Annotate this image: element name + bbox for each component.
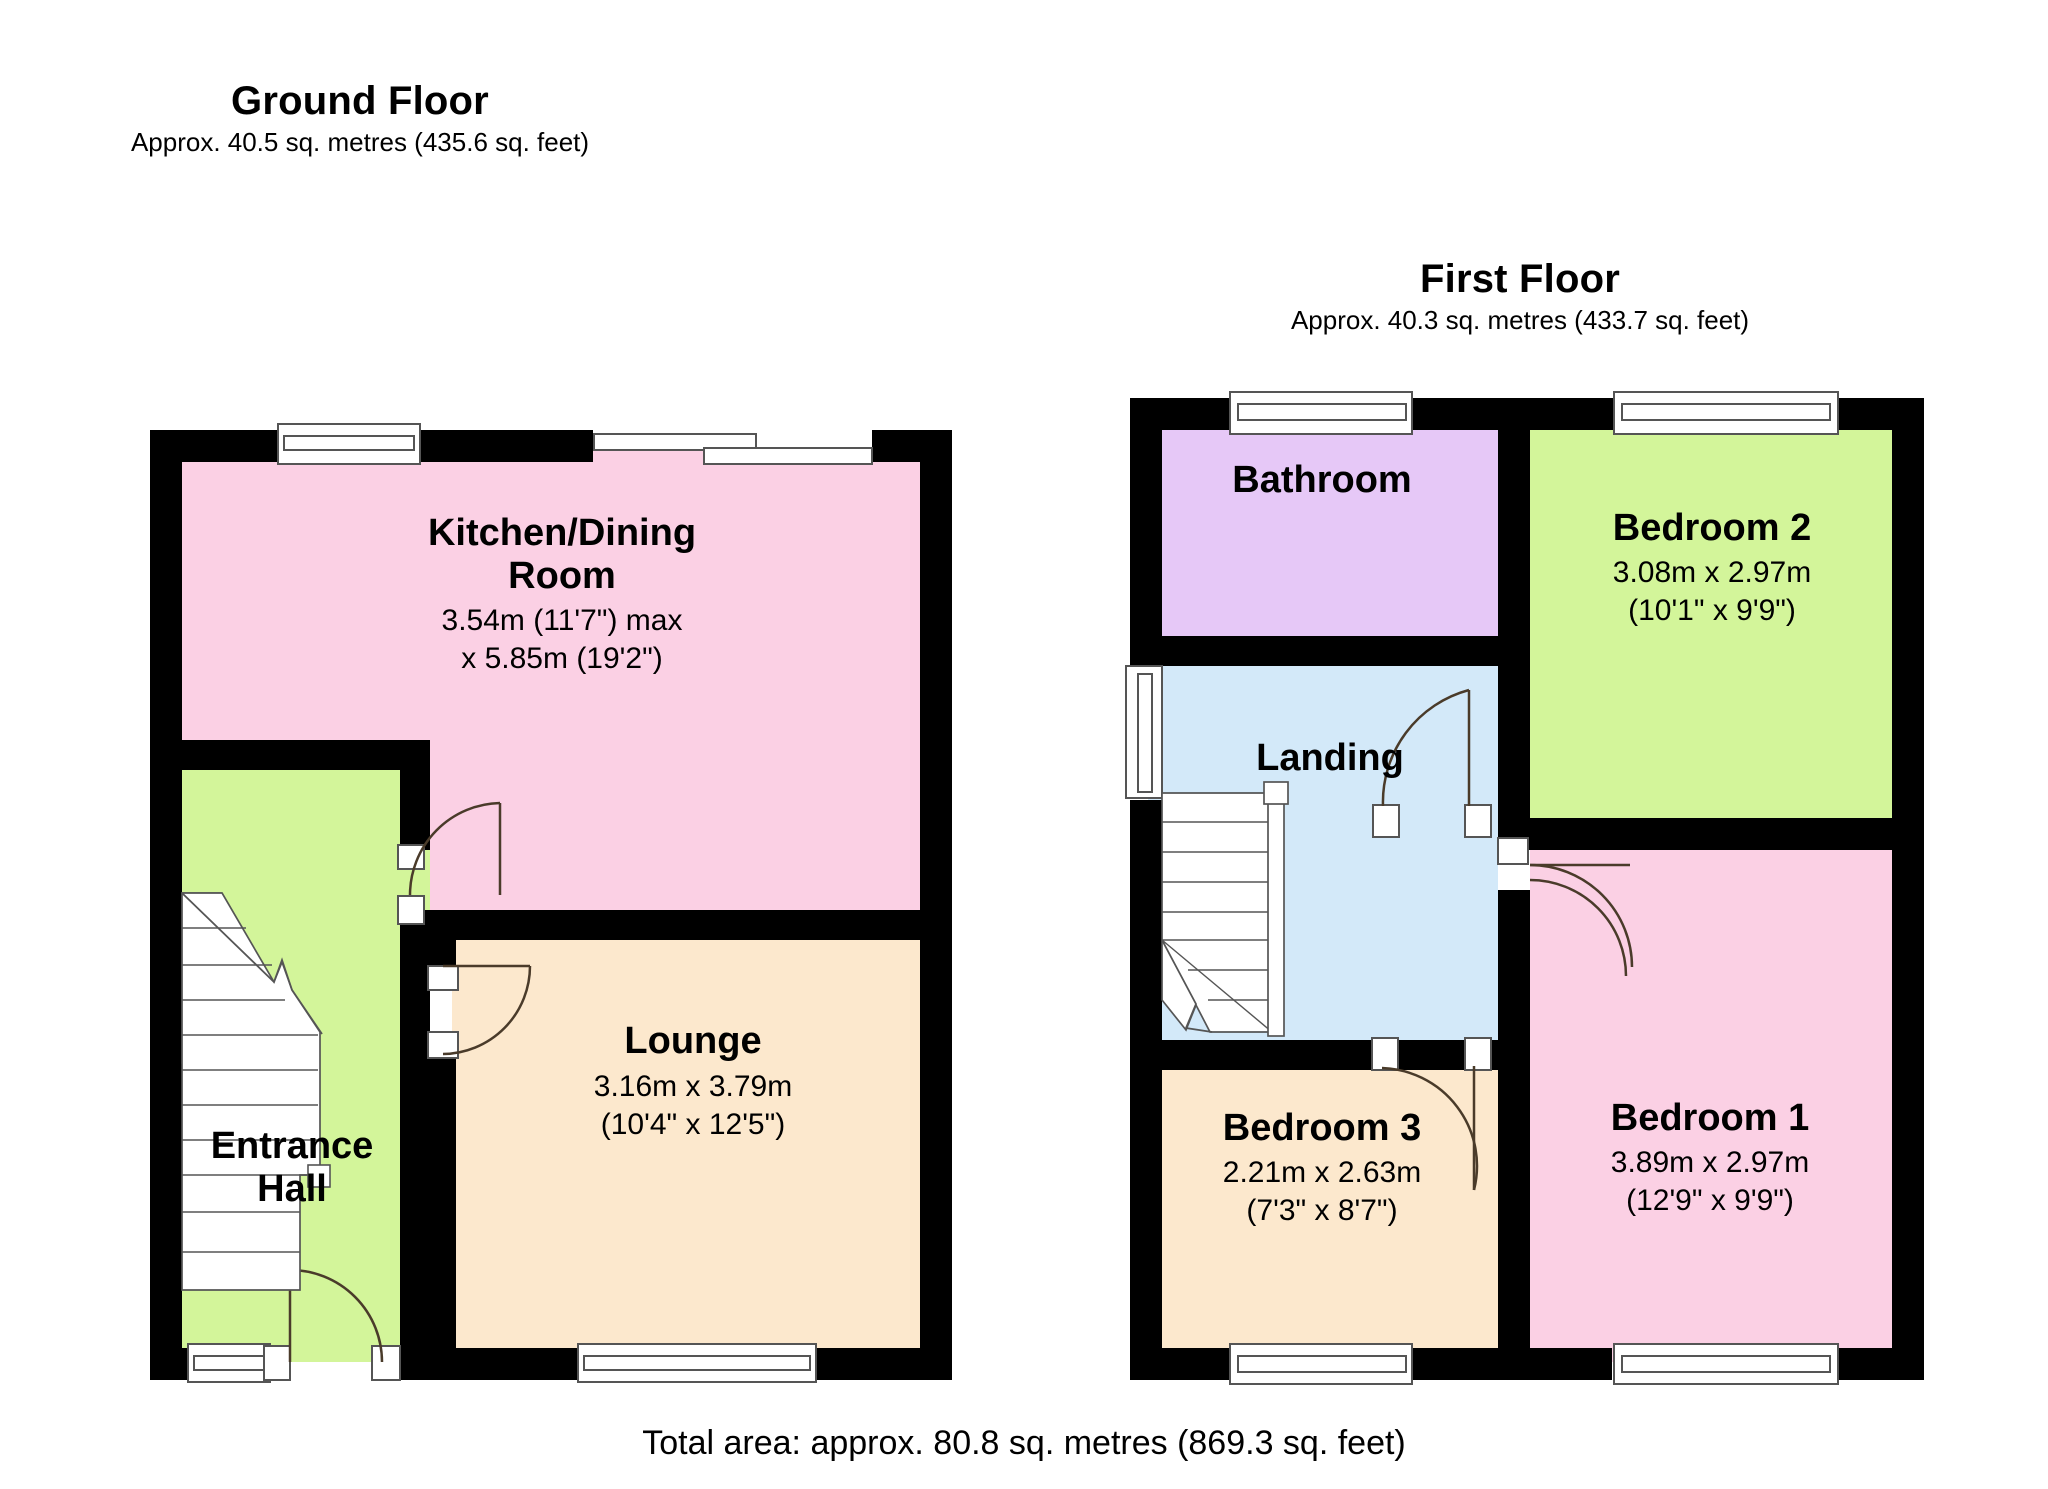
door-front-entrance — [263, 1268, 401, 1381]
wall-first-left-lower — [1130, 800, 1162, 1380]
label-kitchen-dining-dim2: x 5.85m (19'2") — [461, 642, 662, 675]
label-bedroom-2-line1: Bedroom 2 — [1613, 507, 1811, 549]
room-label-bathroom: Bathroom — [1232, 459, 1411, 501]
room-label-entrance-hall: Entrance Hall — [211, 1125, 374, 1210]
label-bedroom-1-dim1: 3.89m x 2.97m — [1611, 1146, 1809, 1179]
first-floor-title: First Floor — [1420, 257, 1620, 301]
label-bedroom-3-dim2: (7'3" x 8'7") — [1246, 1194, 1397, 1227]
wall-first-bath-landing — [1130, 636, 1505, 666]
ground-floor-subtitle: Approx. 40.5 sq. metres (435.6 sq. feet) — [130, 127, 590, 157]
door-bedroom-3 — [1371, 1037, 1492, 1191]
sliding-door-kitchen — [593, 433, 873, 465]
wall-ground-hall-vert-upper — [400, 740, 430, 850]
label-entrance-hall-line2: Hall — [257, 1168, 327, 1210]
wall-ground-lounge-left-lower — [430, 1055, 456, 1362]
window-bedroom-1-bottom — [1613, 1343, 1839, 1385]
wall-first-bottom-a — [1130, 1348, 1230, 1380]
label-lounge-dim2: (10'4" x 12'5") — [601, 1108, 786, 1141]
label-bedroom-3-line1: Bedroom 3 — [1223, 1107, 1421, 1149]
door-bathroom — [1372, 688, 1492, 838]
door-kitchen — [397, 801, 502, 925]
staircase-ground — [181, 892, 331, 1291]
room-label-kitchen-dining: Kitchen/Dining Room 3.54m (11'7") max x … — [428, 512, 696, 675]
window-bedroom-2-top — [1613, 391, 1839, 435]
room-label-lounge: Lounge 3.16m x 3.79m (10'4" x 12'5") — [594, 1020, 792, 1141]
label-kitchen-dining-line1: Kitchen/Dining — [428, 512, 696, 554]
room-fill-kitchen-dining — [168, 448, 952, 925]
label-bedroom-3-dim1: 2.21m x 2.63m — [1223, 1156, 1421, 1189]
wall-first-center-vert-lower — [1498, 890, 1530, 1380]
wall-first-right — [1892, 398, 1924, 1380]
window-entrance-hall-bottom — [187, 1343, 271, 1383]
label-bedroom-1-line1: Bedroom 1 — [1611, 1097, 1809, 1139]
label-entrance-hall-line1: Entrance — [211, 1125, 374, 1167]
staircase-first — [1161, 781, 1289, 1037]
window-kitchen-top — [277, 423, 421, 465]
label-bathroom-line1: Bathroom — [1232, 459, 1411, 501]
door-bedroom-1 — [1529, 878, 1628, 977]
room-fill-bedroom-2 — [1530, 418, 1905, 823]
wall-ground-top-left — [150, 430, 278, 462]
label-bedroom-2-dim2: (10'1" x 9'9") — [1628, 594, 1796, 627]
ground-floor-plan: Kitchen/Dining Room 3.54m (11'7") max x … — [150, 423, 952, 1383]
wall-ground-hall-kitchen — [150, 740, 430, 770]
window-landing-left — [1125, 665, 1163, 799]
wall-ground-top-mid — [418, 430, 593, 462]
label-kitchen-dining-dim1: 3.54m (11'7") max — [442, 604, 683, 637]
window-bathroom-top — [1229, 391, 1413, 435]
total-area-caption: Total area: approx. 80.8 sq. metres (869… — [642, 1424, 1406, 1462]
room-label-landing: Landing — [1256, 737, 1404, 779]
room-label-bedroom-3: Bedroom 3 2.21m x 2.63m (7'3" x 8'7") — [1223, 1107, 1421, 1227]
door-lounge — [427, 964, 532, 1059]
ground-floor-title: Ground Floor — [231, 79, 489, 123]
label-kitchen-dining-line2: Room — [508, 555, 616, 597]
wall-ground-lounge-top — [400, 910, 952, 940]
first-floor-plan: Bathroom Bedroom 2 3.08m x 2.97m (10'1" … — [1125, 391, 1924, 1385]
room-fill-bedroom-3 — [1148, 1055, 1498, 1362]
label-lounge-dim1: 3.16m x 3.79m — [594, 1070, 792, 1103]
room-fill-lounge — [452, 925, 952, 1362]
wall-ground-hall-vert-lower — [400, 925, 430, 1362]
window-lounge-bottom — [577, 1343, 817, 1383]
wall-first-left-upper — [1130, 398, 1162, 638]
first-floor-subtitle: Approx. 40.3 sq. metres (433.7 sq. feet) — [1290, 305, 1750, 335]
room-fill-bathroom — [1148, 418, 1498, 650]
label-bedroom-2-dim1: 3.08m x 2.97m — [1613, 556, 1811, 589]
wall-ground-left — [150, 430, 182, 1380]
label-lounge-line1: Lounge — [624, 1020, 761, 1062]
door-bedroom-2 — [1497, 837, 1634, 968]
wall-first-bottom-c — [1838, 1348, 1924, 1380]
window-bedroom-3-bottom — [1229, 1343, 1413, 1385]
wall-first-bed2-bed1 — [1498, 818, 1924, 850]
wall-ground-right — [920, 430, 952, 1380]
label-landing-line1: Landing — [1256, 737, 1404, 779]
wall-first-landing-bed3 — [1130, 1040, 1530, 1070]
room-label-bedroom-2: Bedroom 2 3.08m x 2.97m (10'1" x 9'9") — [1613, 507, 1811, 627]
first-floor-heading: First Floor Approx. 40.3 sq. metres (433… — [1250, 258, 1790, 336]
ground-floor-heading: Ground Floor Approx. 40.5 sq. metres (43… — [110, 80, 610, 158]
room-label-bedroom-1: Bedroom 1 3.89m x 2.97m (12'9" x 9'9") — [1611, 1097, 1809, 1217]
room-fill-bedroom-1 — [1530, 845, 1905, 1362]
label-bedroom-1-dim2: (12'9" x 9'9") — [1626, 1184, 1794, 1217]
wall-first-center-vert-upper — [1498, 398, 1530, 840]
wall-ground-lounge-left-upper — [430, 910, 456, 970]
